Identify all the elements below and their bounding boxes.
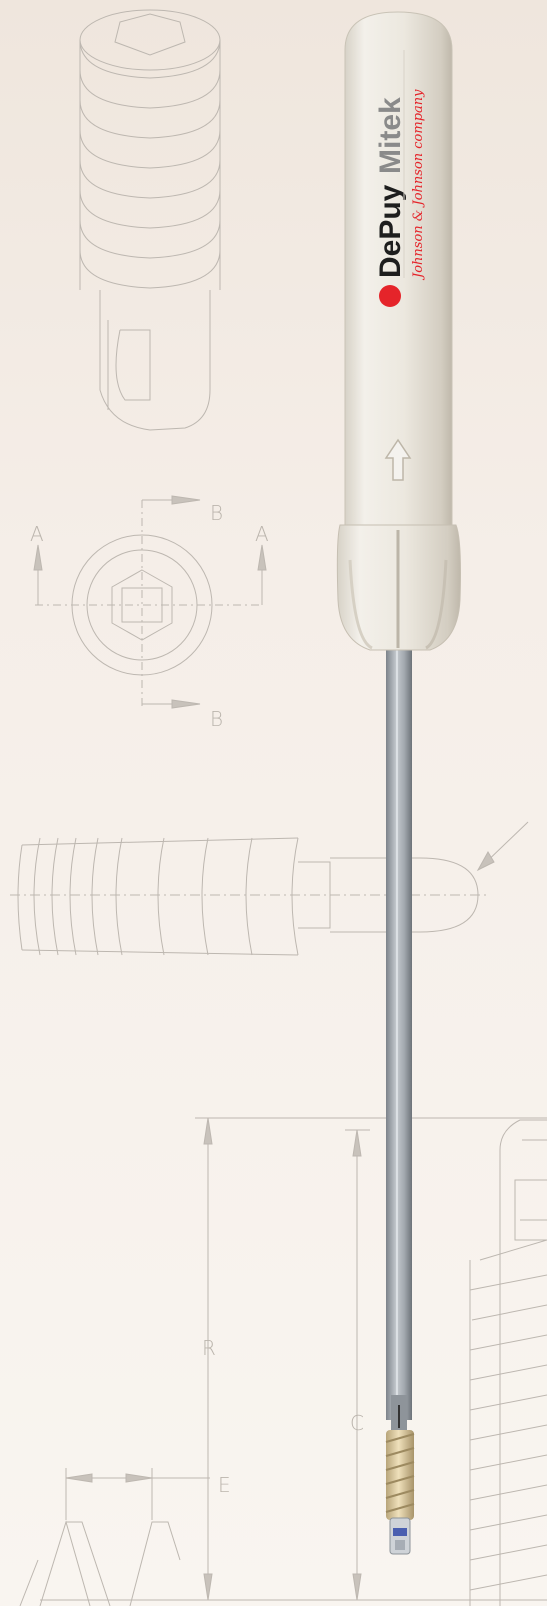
brand-dot-icon	[379, 285, 401, 307]
technical-drawing-screw-right	[469, 1119, 547, 1606]
screwdriver-tip	[385, 1430, 415, 1555]
technical-drawing-screw-horizontal	[10, 821, 529, 956]
label-c: C	[350, 1411, 364, 1435]
brand-name: DePuy	[374, 184, 407, 278]
up-arrow-icon	[384, 438, 412, 481]
brand-logo: DePuy Mitek Johnson & Johnson company	[374, 50, 426, 307]
technical-drawing-screw-side	[79, 9, 221, 431]
drawing-labels: A A B B R C E	[30, 501, 364, 1497]
screwdriver-shaft	[386, 620, 412, 1420]
label-b-top: B	[210, 501, 223, 525]
screwdriver-handle	[336, 11, 461, 651]
screwdriver: DePuy Mitek Johnson & Johnson company	[336, 11, 461, 1555]
label-e: E	[218, 1473, 231, 1497]
technical-drawing-screw-top-view	[33, 495, 267, 710]
brand-product: Mitek	[374, 97, 407, 174]
label-b-bottom: B	[210, 707, 223, 731]
label-a-right: A	[255, 522, 269, 546]
technical-drawing-dimensions	[19, 1117, 547, 1606]
label-a-left: A	[30, 522, 44, 546]
brand-tagline: Johnson & Johnson company	[411, 89, 426, 281]
label-r: R	[202, 1336, 216, 1360]
